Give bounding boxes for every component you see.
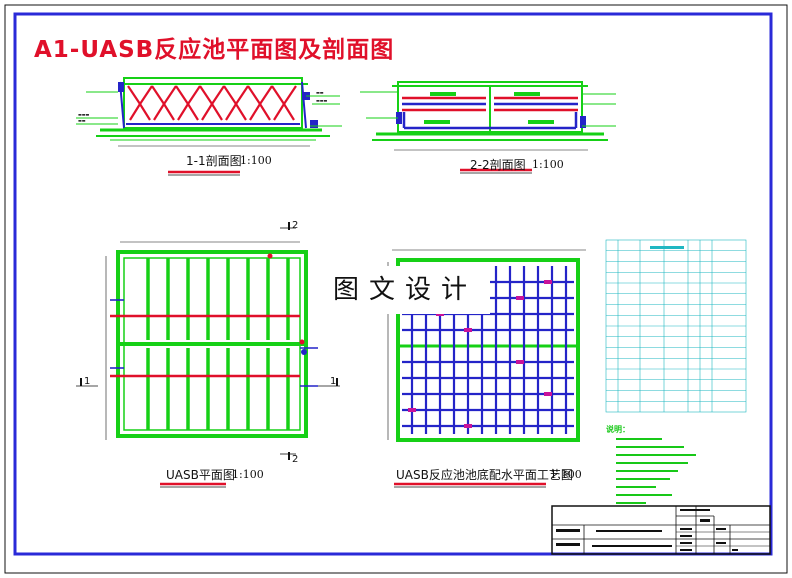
equipment-table bbox=[605, 239, 747, 413]
title-block bbox=[551, 505, 771, 555]
plan-scale: 1:100 bbox=[232, 468, 264, 481]
plan-ribs bbox=[146, 258, 290, 430]
svg-text:▬▬: ▬▬ bbox=[78, 118, 86, 123]
marker-2-top: 2 bbox=[292, 220, 298, 231]
svg-text:▬▬▬: ▬▬▬ bbox=[316, 98, 328, 103]
plan-caption: UASB平面图 bbox=[166, 468, 235, 482]
notes-heading: 说明： bbox=[606, 424, 630, 434]
notes-block: 说明： bbox=[606, 424, 696, 504]
marker-2-bottom: 2 bbox=[292, 454, 298, 465]
uasb-plan-drawing bbox=[76, 222, 340, 460]
section-2-2-drawing bbox=[360, 81, 616, 151]
distribution-scale: 1:100 bbox=[550, 468, 582, 481]
section-1-1-drawing: ▬▬▬▬▬ ▬▬▬▬▬ bbox=[76, 77, 342, 147]
watermark: 图文设计 bbox=[320, 266, 490, 314]
section-2-caption: 2-2剖面图 bbox=[470, 158, 526, 172]
section-2-scale: 1:100 bbox=[532, 158, 564, 171]
svg-text:▬▬▬: ▬▬▬ bbox=[78, 112, 90, 117]
section-1-scale: 1:100 bbox=[240, 154, 272, 167]
marker-1-right: 1 bbox=[330, 376, 336, 387]
section-1-caption: 1-1剖面图 bbox=[186, 154, 242, 168]
svg-text:▬▬: ▬▬ bbox=[316, 90, 324, 95]
distribution-caption: UASB反应池池底配水平面工艺图 bbox=[396, 468, 573, 482]
drawing-title: A1-UASB反应池平面图及剖面图 bbox=[34, 37, 395, 63]
outer-frame bbox=[4, 4, 788, 574]
inner-frame bbox=[13, 12, 773, 556]
marker-1-left: 1 bbox=[84, 376, 90, 387]
